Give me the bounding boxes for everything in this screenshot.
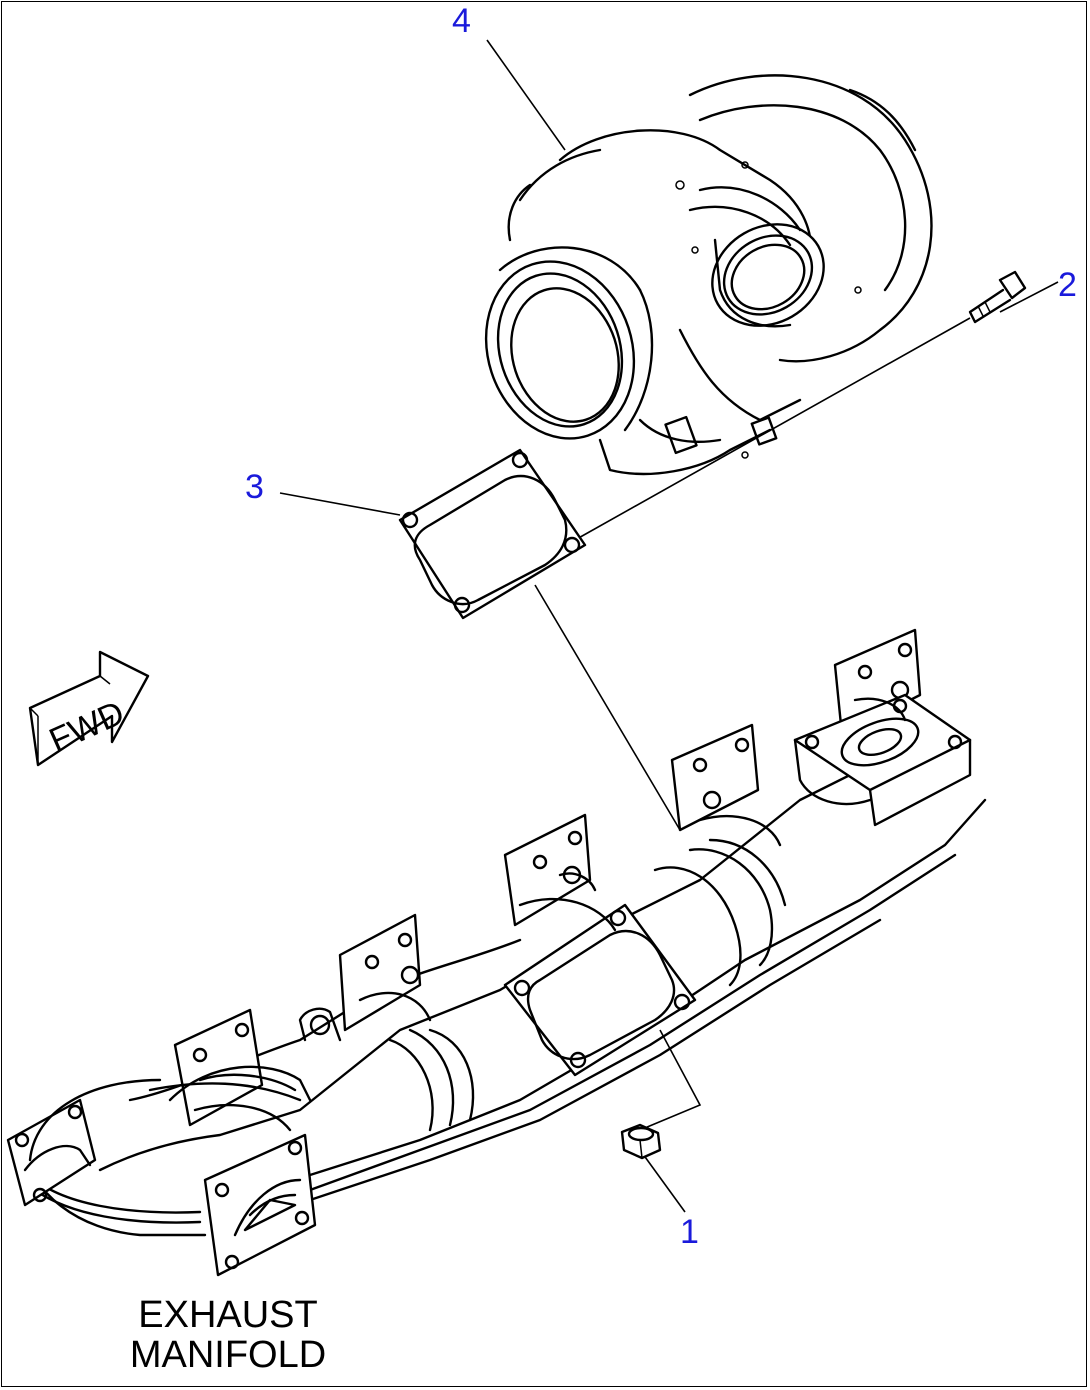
callout-1: 1 xyxy=(680,1213,699,1251)
port-flange-3 xyxy=(503,813,592,927)
nut-to-flange-line xyxy=(639,1029,702,1131)
turbine-outlet xyxy=(711,223,825,327)
callout-2: 2 xyxy=(1058,266,1077,304)
manifold-caption: EXHAUST MANIFOLD xyxy=(98,1294,358,1376)
caption-line-1: EXHAUST xyxy=(138,1294,318,1336)
port-flange-1 xyxy=(173,1008,264,1127)
callout-4: 4 xyxy=(452,2,471,40)
turbocharger xyxy=(484,74,933,476)
fwd-arrow: FWD xyxy=(28,650,150,767)
outlet-flange xyxy=(793,693,972,792)
gasket-to-flange-line xyxy=(534,584,681,831)
port-flange-5 xyxy=(833,628,922,737)
port-flange-2 xyxy=(338,913,422,1032)
gasket xyxy=(398,448,587,620)
leader-1 xyxy=(639,1149,686,1213)
port-flange-4 xyxy=(670,723,760,832)
flange-end-left xyxy=(6,1098,97,1207)
nut xyxy=(620,1123,662,1160)
front-flange xyxy=(203,1133,317,1277)
leader-3 xyxy=(279,492,401,516)
exhaust-manifold xyxy=(6,628,987,1277)
stud-bolt xyxy=(968,270,1027,324)
turbo-mounting-flange xyxy=(503,903,697,1077)
caption-line-2: MANIFOLD xyxy=(129,1333,327,1376)
callout-3: 3 xyxy=(245,468,264,506)
leader-2 xyxy=(999,281,1059,313)
leader-lines xyxy=(279,39,1059,1213)
leader-4 xyxy=(486,39,566,151)
